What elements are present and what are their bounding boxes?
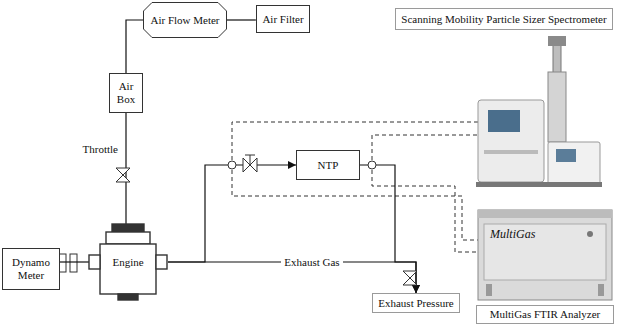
main-unit	[478, 100, 544, 182]
node-text: NTP	[316, 159, 341, 172]
engine-part	[156, 255, 167, 269]
panel-line	[484, 150, 538, 154]
screen	[488, 110, 520, 132]
engine-part	[89, 255, 100, 269]
base	[476, 182, 602, 187]
dynamometer-box: Dynamo Meter	[2, 248, 60, 290]
instrument-title: Scanning Mobility Particle Sizer Spectro…	[395, 8, 613, 30]
screen	[556, 149, 576, 162]
reactor-box: NTP	[296, 150, 360, 180]
filter-box: Air Filter	[256, 5, 310, 33]
node-text: Engine	[110, 256, 145, 269]
throttle-valve	[116, 168, 130, 182]
valve-stem	[245, 155, 255, 165]
node-text: Dynamo Meter	[3, 256, 59, 281]
column-body	[548, 72, 566, 142]
node-text: Air Filter	[260, 13, 305, 26]
node-text: Exhaust Pressure	[376, 297, 455, 310]
pipe-connector	[60, 261, 89, 262]
cabinet-top	[478, 210, 612, 218]
node-text: Scanning Mobility Particle Sizer Spectro…	[399, 13, 608, 26]
valve	[403, 271, 417, 285]
sensor-port	[228, 161, 236, 169]
edge-label: Exhaust Gas	[281, 256, 342, 269]
ftir-instrument	[478, 210, 612, 300]
air-box: Air Box	[109, 73, 143, 113]
handle	[598, 284, 604, 296]
signal-line	[372, 135, 478, 160]
octagon-shape	[144, 3, 227, 38]
pipe-connector	[227, 19, 256, 20]
pipe-connector	[360, 165, 416, 293]
signal-lines	[232, 122, 478, 252]
node-text: MultiGas FTIR Analyzer	[488, 308, 603, 321]
node-text: Air Box	[110, 80, 142, 105]
cabinet	[478, 210, 612, 300]
pipe-connector	[126, 20, 143, 73]
side-unit	[548, 142, 600, 184]
connectors	[60, 20, 416, 293]
instrument-title: MultiGas FTIR Analyzer	[476, 305, 614, 324]
front-panel	[484, 224, 606, 280]
engine-part	[106, 232, 150, 244]
indicator	[587, 231, 593, 237]
column-cap	[548, 36, 566, 46]
signal-line	[372, 170, 478, 252]
fittings	[116, 155, 417, 285]
part-label: Throttle	[83, 143, 118, 156]
pressure-box: Exhaust Pressure	[372, 293, 460, 313]
shaft-coupling	[59, 254, 77, 272]
flow-meter-box: Air Flow Meter	[143, 2, 227, 38]
device-brand: MultiGas	[490, 228, 535, 242]
engine-part	[100, 244, 156, 294]
engine-part	[112, 224, 144, 232]
node-text: Air Flow Meter	[148, 14, 221, 27]
engine-part	[118, 294, 138, 300]
handle	[486, 284, 492, 296]
sensor-port	[368, 161, 376, 169]
signal-line	[232, 170, 478, 240]
coupling-disc	[59, 254, 66, 272]
engine-symbol: Engine	[88, 222, 168, 302]
pipe-connector	[168, 165, 296, 262]
coupling-disc	[70, 254, 77, 272]
smps-instrument	[476, 36, 602, 187]
